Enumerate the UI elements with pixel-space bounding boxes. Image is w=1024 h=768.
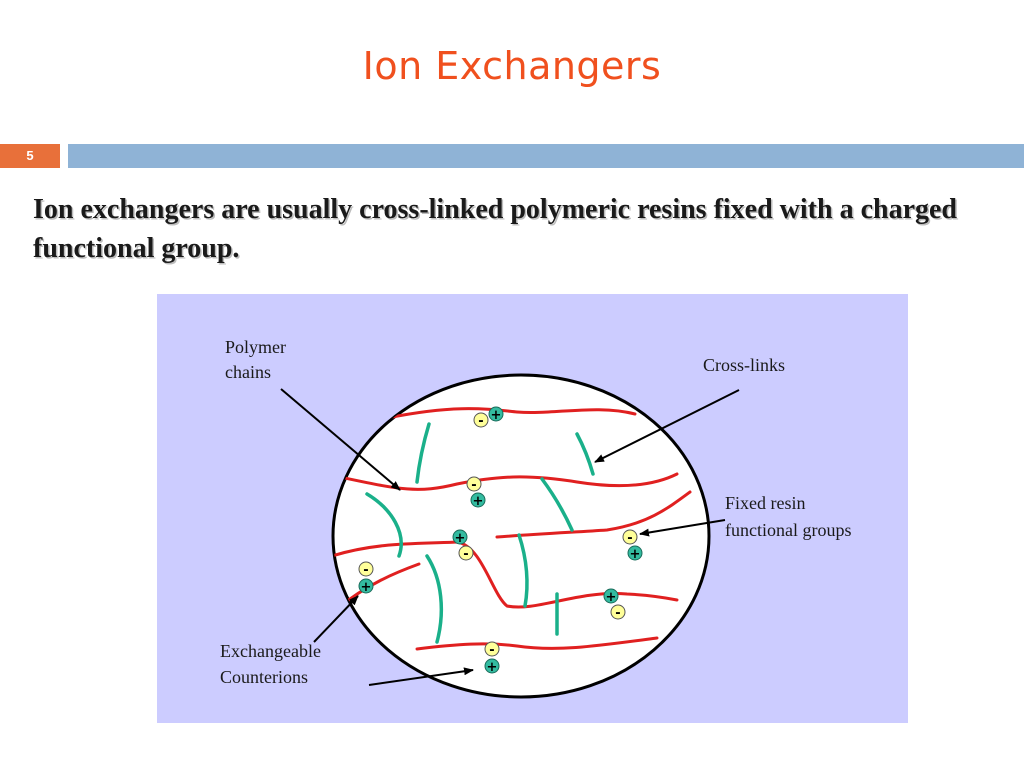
fixed-group-arrow [639,519,726,537]
label-polymer-line2: chains [225,362,271,382]
ion-pair-7: - + [484,641,500,675]
polymer-arrow [280,388,401,491]
cross-link [365,492,403,558]
counterion-plus: + [630,547,641,562]
counterion-plus: + [491,408,502,423]
ion-pair-6: + - [603,588,626,621]
ion-pair-3: + - [452,529,474,562]
fixed-group-minus: - [471,478,476,493]
counterion-plus: + [473,494,484,509]
label-polymer-line1: Polymer [225,337,286,357]
counterion-plus: + [455,531,466,546]
ion-pair-4: - + [622,529,643,562]
header-band [68,144,1024,168]
counterion-plus: + [487,660,498,675]
polymer-chain [415,636,659,651]
counterion-plus: + [606,590,617,605]
ion-exchanger-diagram: - + - + + - - + [157,294,908,723]
fixed-group-minus: - [615,606,620,621]
fixed-group-minus: - [627,531,632,546]
ion-pair-5: - + [358,561,374,595]
polymer-chain [333,540,679,609]
polymer-chain [385,407,637,420]
fixed-group-minus: - [478,414,483,429]
fixed-group-minus: - [463,547,468,562]
label-fixed-line2: functional groups [725,520,851,540]
label-exch-line2: Counterions [220,667,308,687]
ion-pair-2: - + [466,476,486,509]
label-fixed-line1: Fixed resin [725,493,806,513]
label-exch-line1: Exchangeable [220,641,321,661]
cross-link [425,554,444,644]
polymer-chain [495,490,692,539]
fixed-group-minus: - [489,643,494,658]
slide-number: 5 [0,144,60,168]
polymer-chain [338,472,679,491]
slide-title: Ion Exchangers [362,44,662,88]
cross-link [575,432,595,476]
crosslinks-arrow [594,389,740,463]
counterion-arrow-upper [313,595,359,643]
ion-pair-1: - + [473,406,504,429]
counterion-plus: + [361,580,372,595]
body-text: Ion exchangers are usually cross-linked … [33,194,957,264]
cross-link [415,422,431,484]
cross-link [517,533,529,608]
counterion-arrow-lower [368,667,474,686]
label-crosslinks: Cross-links [703,355,785,375]
cross-link [540,477,574,532]
fixed-group-minus: - [363,563,368,578]
